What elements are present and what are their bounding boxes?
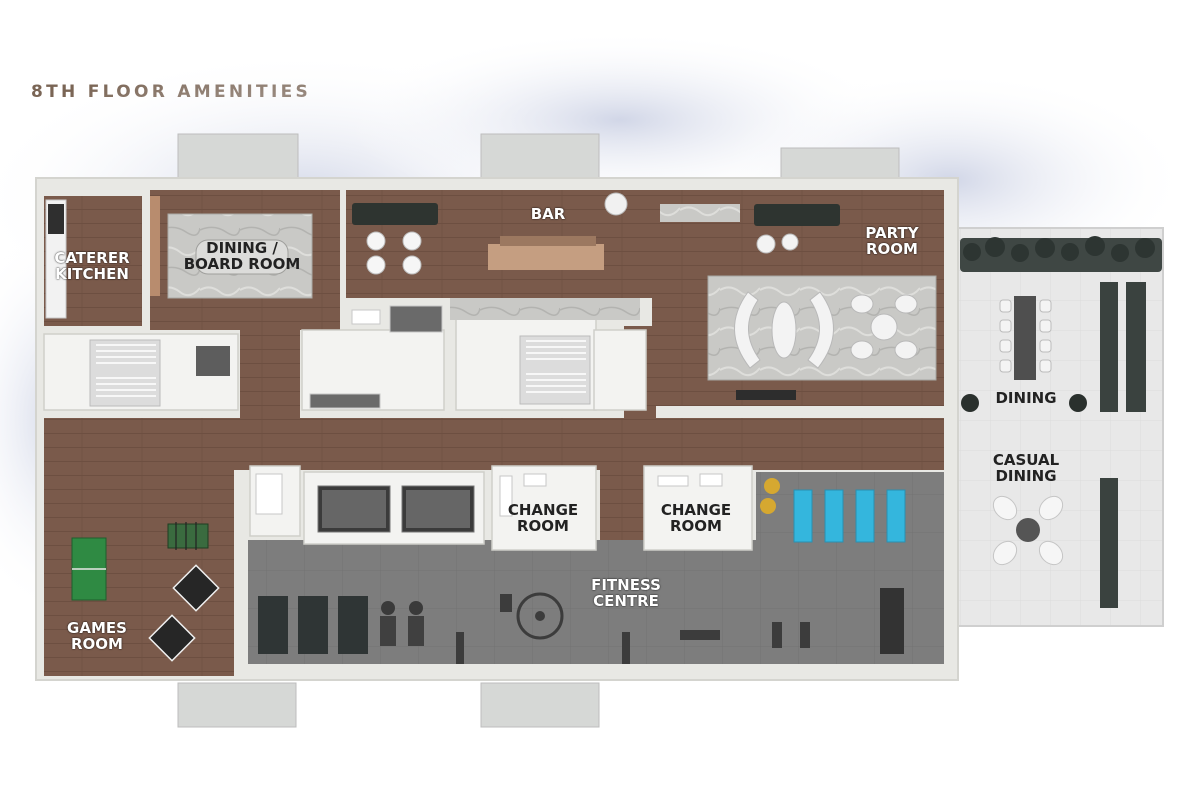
room-label-dining-board-room: DINING / BOARD ROOM xyxy=(183,239,301,273)
change-room-fixtures xyxy=(255,473,723,517)
washroom-fixtures xyxy=(309,305,443,409)
stairs xyxy=(89,335,591,407)
room-label-casual-dining: CASUAL DINING xyxy=(992,451,1060,485)
room-label-caterer-kitchen: CATERER KITCHEN xyxy=(54,249,130,283)
room-label-games-room: GAMES ROOM xyxy=(67,619,127,653)
caterer-kitchen-counters xyxy=(45,196,160,319)
room-label-change-room-right: CHANGE ROOM xyxy=(660,501,732,535)
bar-counter xyxy=(352,192,740,320)
fitness-mats xyxy=(760,478,906,543)
fitness-equipment xyxy=(258,588,904,664)
room-label-fitness-centre: FITNESS CENTRE xyxy=(591,576,661,610)
room-label-change-room-left: CHANGE ROOM xyxy=(507,501,579,535)
corridor-couches xyxy=(317,485,475,533)
party-room-furniture xyxy=(707,204,937,400)
games-room-furniture xyxy=(71,522,220,662)
room-label-bar: BAR xyxy=(530,205,566,223)
room-label-party-room: PARTY ROOM xyxy=(865,224,919,258)
room-label-dining: DINING xyxy=(995,389,1057,407)
board-room-table xyxy=(167,213,313,299)
outdoor-terrace xyxy=(955,227,1164,627)
